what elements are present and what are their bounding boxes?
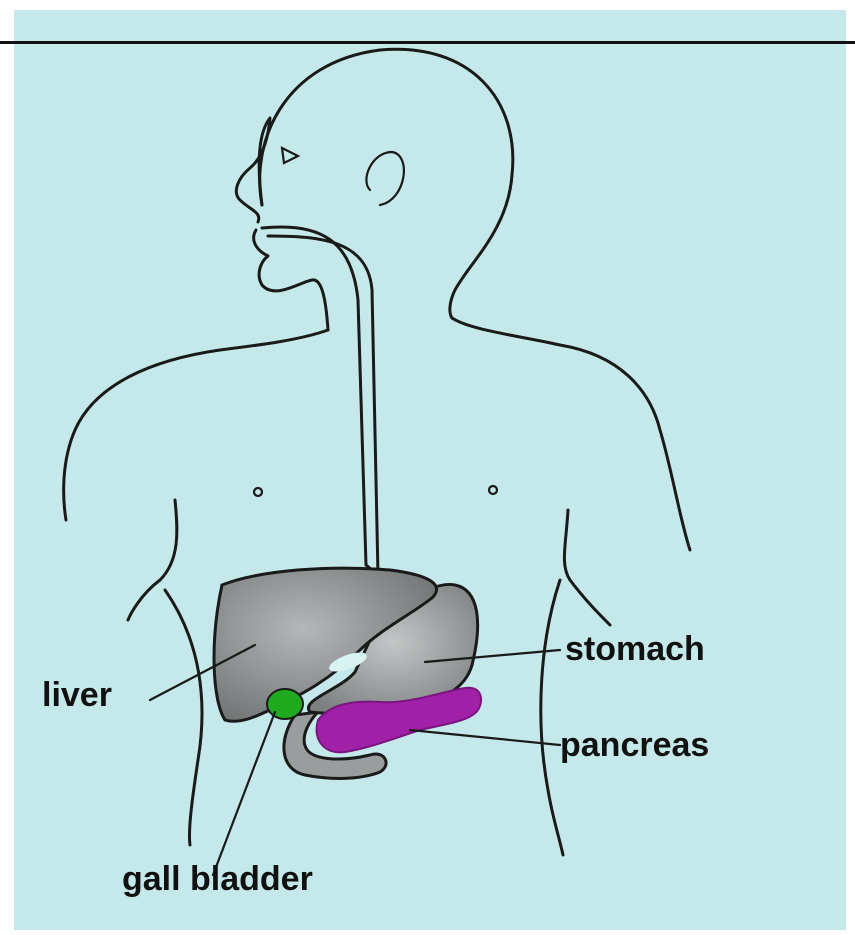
pancreas-label: pancreas (560, 728, 709, 762)
right-nipple-icon (489, 486, 497, 494)
pancreas-leader-line (410, 730, 560, 745)
mouth-chin-outline (254, 230, 328, 330)
left-torso-lower (165, 590, 202, 845)
right-torso-side (564, 510, 610, 625)
left-nipple-icon (254, 488, 262, 496)
gall-bladder-label: gall bladder (122, 862, 313, 896)
right-torso-lower (541, 580, 563, 855)
left-torso-side (128, 500, 177, 620)
esophagus (262, 227, 366, 565)
gall-bladder-organ (267, 689, 303, 719)
gall-bladder-leader-line (213, 712, 275, 875)
ear-outline (366, 152, 403, 205)
stomach-label: stomach (565, 632, 705, 666)
left-shoulder-arm (64, 330, 328, 520)
head-outline (260, 49, 513, 318)
right-shoulder-arm (452, 318, 690, 550)
face-profile (236, 118, 270, 222)
liver-label: liver (42, 678, 112, 712)
eye-icon (282, 148, 298, 163)
